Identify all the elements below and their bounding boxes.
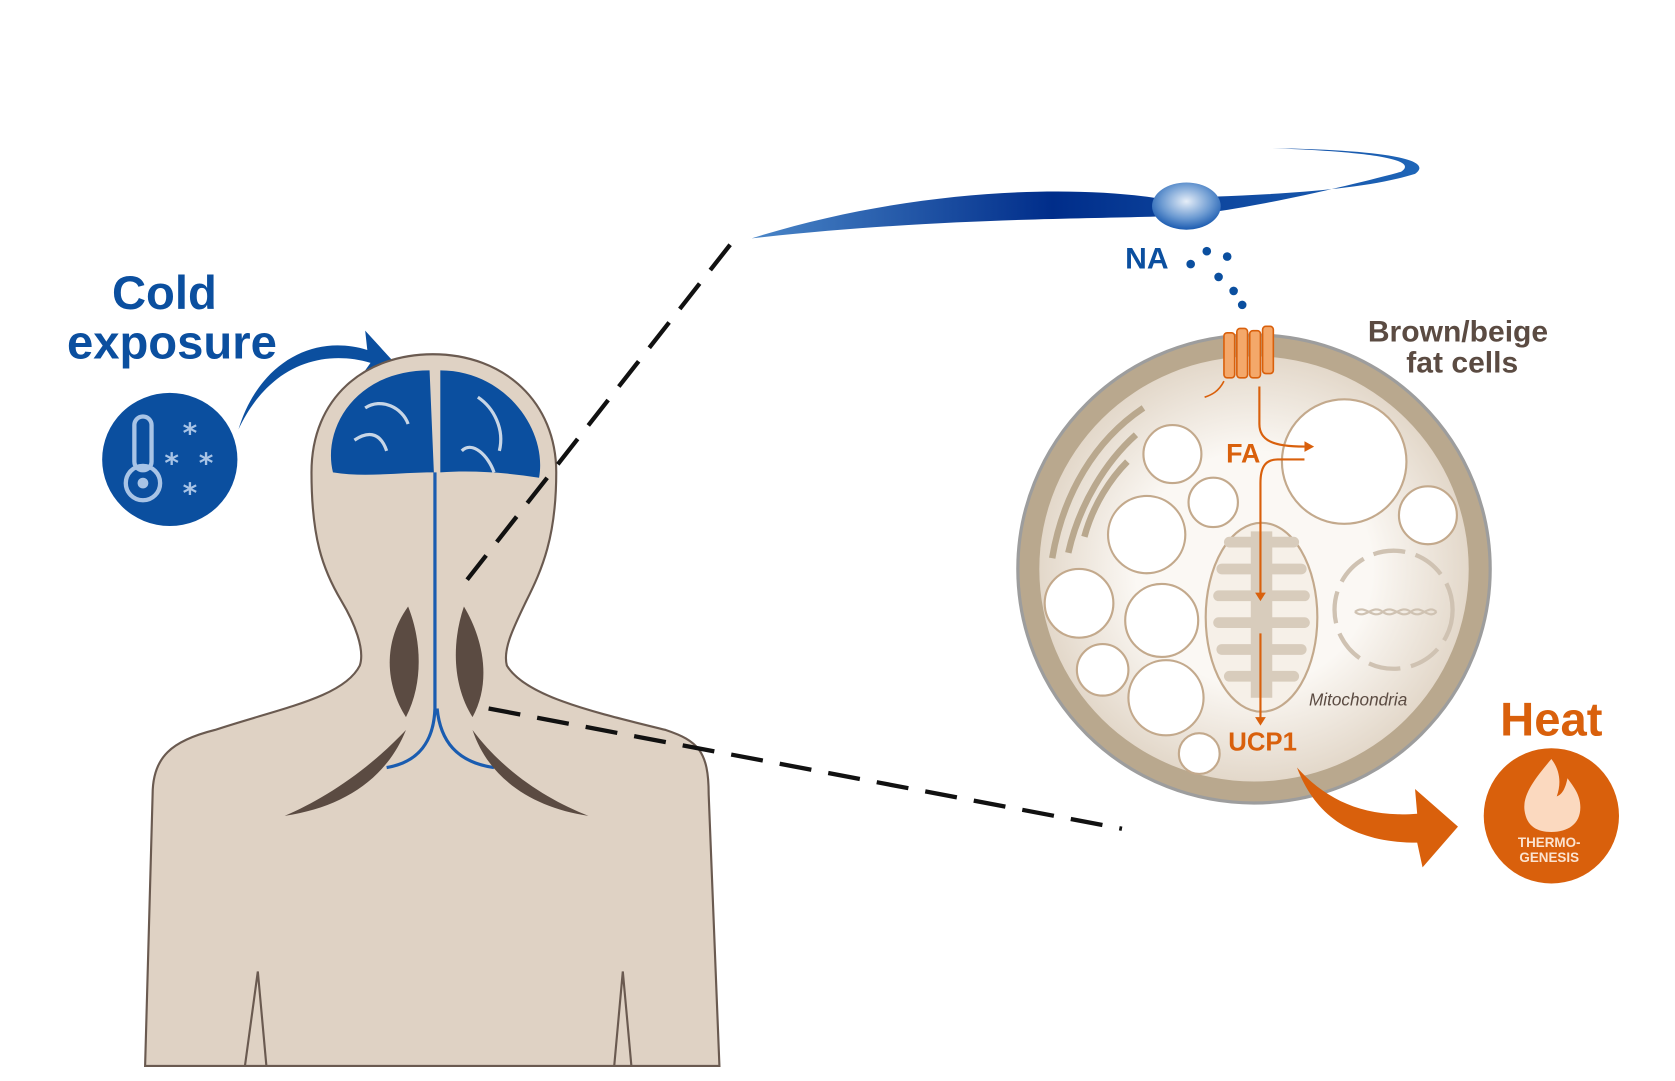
left-arm-line: [243, 971, 268, 1067]
na-label: NA: [1125, 242, 1168, 275]
svg-text:*: *: [183, 476, 198, 509]
ucp1-label: UCP1: [1228, 728, 1297, 756]
heat-arrow: [1296, 767, 1458, 868]
cold-label: Cold: [112, 267, 217, 320]
noradrenaline-dots: [1186, 246, 1247, 310]
cold-arrow: [238, 330, 400, 430]
thermogenesis-badge: THERMO- GENESIS: [1483, 748, 1619, 884]
zoom-line-upper: [465, 243, 732, 582]
sympathetic-neuron: [751, 148, 1420, 239]
pathway-arrows: [1258, 386, 1305, 720]
fat-cell: [1016, 325, 1492, 805]
svg-text:*: *: [164, 446, 179, 479]
svg-text:*: *: [199, 446, 214, 479]
svg-text:*: *: [183, 416, 198, 449]
thermo-label-line2: GENESIS: [1519, 850, 1579, 865]
spinal-nerve: [386, 472, 495, 770]
fa-label: FA: [1226, 439, 1260, 469]
heat-label: Heat: [1500, 693, 1603, 746]
human-body: [143, 353, 721, 1068]
mitochondria-label: Mitochondria: [1309, 689, 1407, 709]
flame-icon: [1524, 758, 1581, 832]
nucleus: [1332, 548, 1455, 671]
endoplasmic-reticulum: [1049, 405, 1146, 559]
thermometer-snow-icon: ****: [102, 392, 238, 527]
dna-icon: [1354, 608, 1438, 616]
thermo-label-line1: THERMO-: [1518, 835, 1581, 850]
lipid-droplets: [1043, 398, 1458, 776]
zoom-line-lower: [488, 706, 1123, 831]
exposure-label: exposure: [67, 317, 277, 370]
right-arm-line: [613, 971, 633, 1067]
brown-fat-depots: [284, 606, 589, 816]
receptor-icon: [1204, 325, 1275, 398]
cell-label-line1: Brown/beige: [1368, 315, 1548, 348]
mitochondrion: [1204, 521, 1319, 713]
brain: [330, 370, 541, 478]
cell-label-line2: fat cells: [1406, 346, 1518, 379]
